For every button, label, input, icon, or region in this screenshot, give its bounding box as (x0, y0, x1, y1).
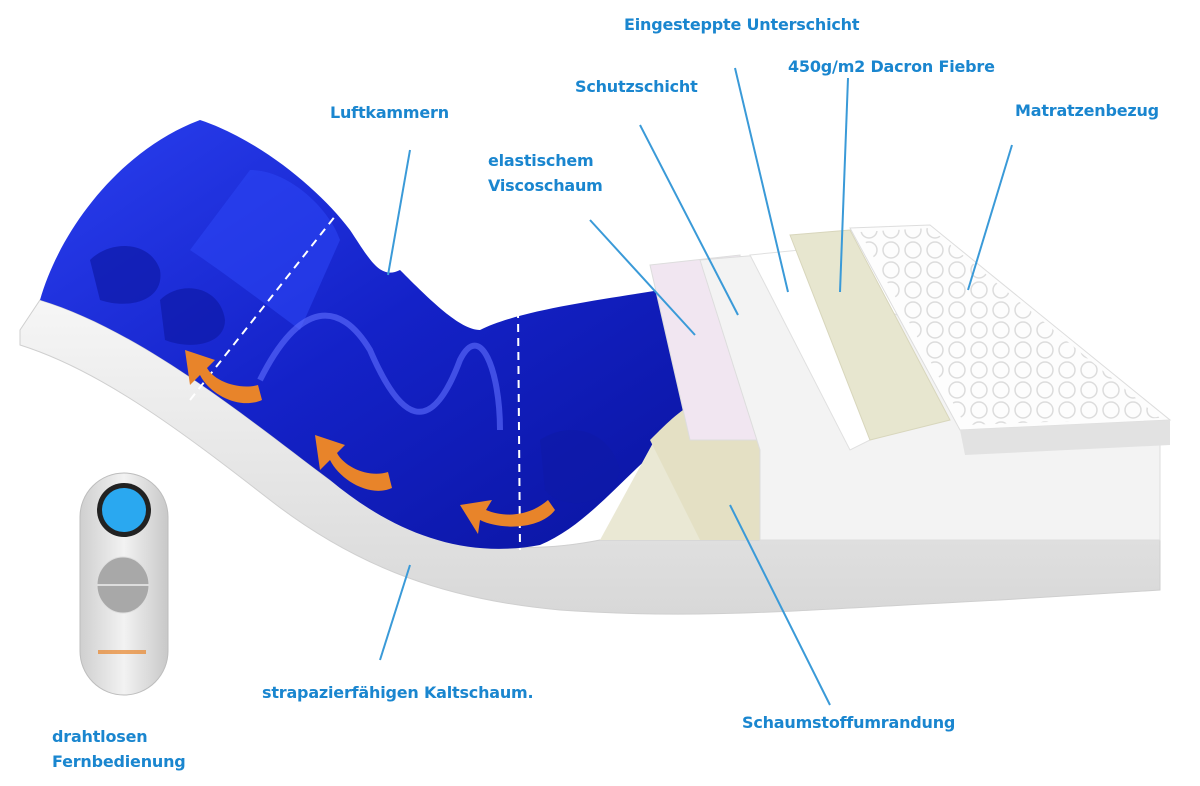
label-visco-line1: elastischem (488, 151, 594, 170)
leader-line-visco (589, 219, 696, 336)
arrow-icon (315, 435, 392, 491)
arrow-icon (185, 350, 262, 404)
air-chambers (40, 120, 690, 551)
leader-line-air-chambers (387, 149, 411, 276)
cold-foam-base (19, 299, 1161, 615)
leader-line-foam-border (729, 504, 831, 706)
remote-display (102, 488, 146, 532)
label-visco-line2: Viscoschaum (488, 176, 603, 195)
leader-line-cold-foam (379, 564, 411, 661)
leader-line-mattress-cover (967, 144, 1013, 291)
arrow-icon (460, 500, 555, 534)
remote-control (79, 472, 169, 696)
label-dacron: 450g/m2 Dacron Fiebre (788, 57, 995, 76)
leader-lines (379, 67, 1013, 706)
airflow-arrows (185, 350, 555, 534)
leader-line-dacron (839, 77, 849, 293)
label-protective-layer: Schutzschicht (575, 77, 698, 96)
label-mattress-cover: Matratzenbezug (1015, 101, 1159, 120)
label-foam-border: Schaumstoffumrandung (742, 713, 956, 732)
label-cold-foam: strapazierfähigen Kaltschaum. (262, 683, 534, 702)
remote-logo (98, 650, 146, 654)
label-air-chambers: Luftkammern (330, 103, 449, 122)
leader-line-quilted-underlayer (734, 67, 789, 293)
label-remote-line1: drahtlosen (52, 727, 148, 746)
mattress-layers (600, 224, 1172, 541)
label-quilted-underlayer: Eingesteppte Unterschicht (624, 15, 860, 34)
label-remote-line2: Fernbedienung (52, 752, 186, 771)
leader-line-protective-layer (639, 124, 739, 316)
